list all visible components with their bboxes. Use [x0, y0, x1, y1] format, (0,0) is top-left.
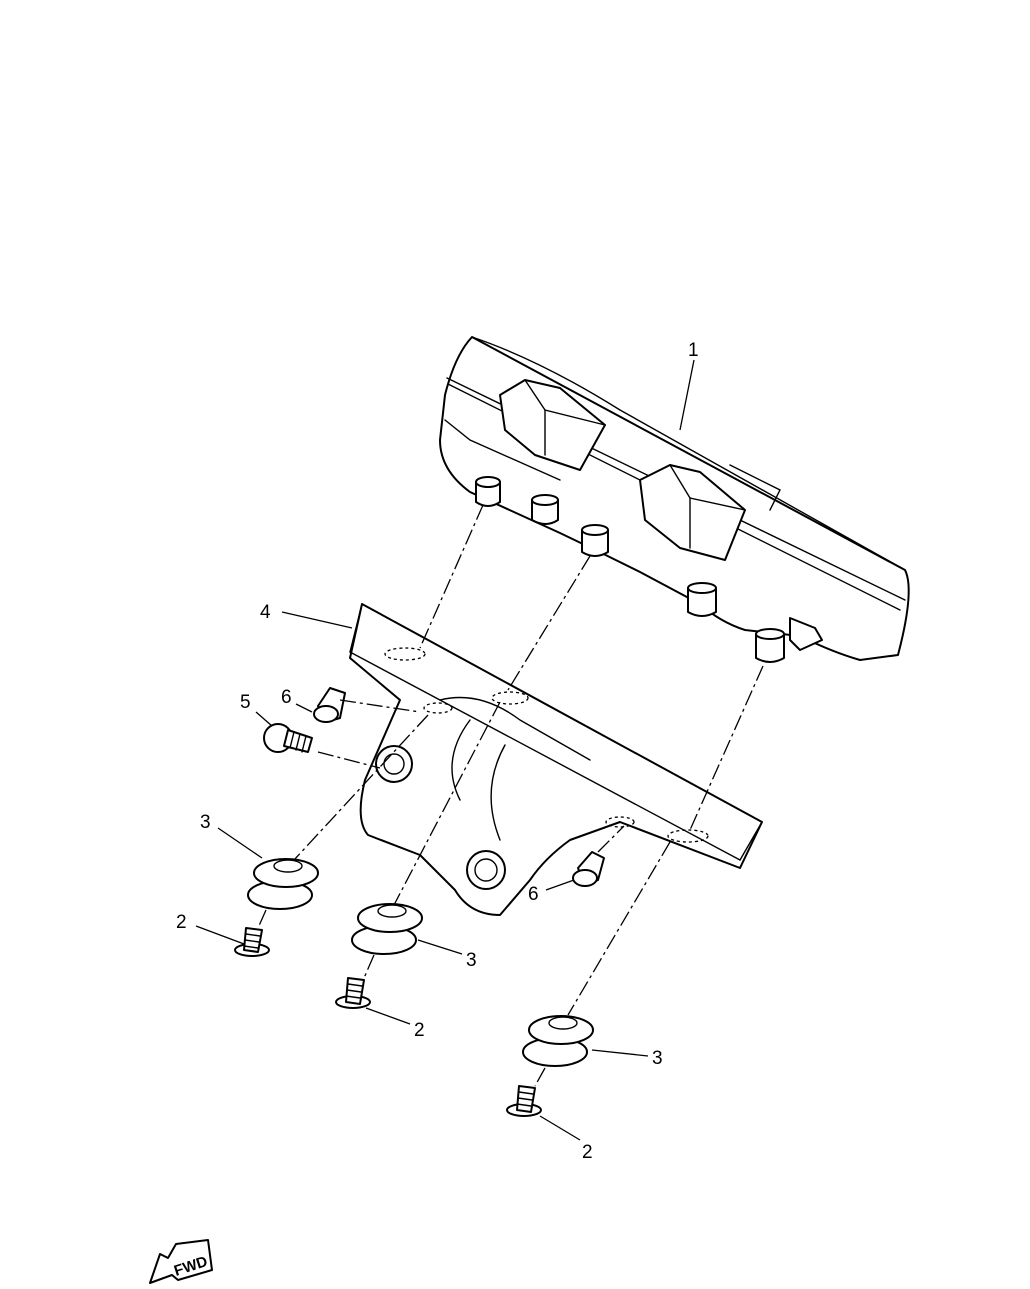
- grommet-part-3-c: [522, 1015, 594, 1067]
- callout-2-right: 2: [582, 1142, 593, 1163]
- screw-part-2-a: [234, 927, 270, 957]
- callout-1: 1: [688, 340, 699, 361]
- callout-6-lower: 6: [528, 884, 539, 905]
- damper-part-6-b: [572, 851, 605, 887]
- callout-6-upper: 6: [281, 687, 292, 708]
- callout-3-middle: 3: [466, 950, 477, 971]
- leader-lines: [195, 359, 695, 1141]
- callout-4: 4: [260, 602, 271, 623]
- callout-2-left: 2: [176, 912, 187, 933]
- callout-2-middle: 2: [414, 1020, 425, 1041]
- callout-3-right: 3: [652, 1048, 663, 1069]
- forward-direction-badge: FWD: [149, 1239, 213, 1284]
- screw-part-2-c: [506, 1085, 542, 1117]
- callout-labels: 1 4 5 6 3 2 3 2 6 3 2: [176, 340, 699, 1163]
- grommet-part-3-a: [247, 858, 319, 910]
- assembly-center-lines: [257, 504, 764, 1087]
- screw-part-2-b: [335, 977, 371, 1009]
- callout-5: 5: [240, 692, 251, 713]
- meter-bracket: [349, 603, 763, 916]
- bolt-part-5: [263, 723, 313, 753]
- callout-3-left: 3: [200, 812, 211, 833]
- grommet-part-3-b: [351, 903, 423, 955]
- meter-assembly: [439, 336, 910, 663]
- damper-part-6-a: [313, 687, 346, 723]
